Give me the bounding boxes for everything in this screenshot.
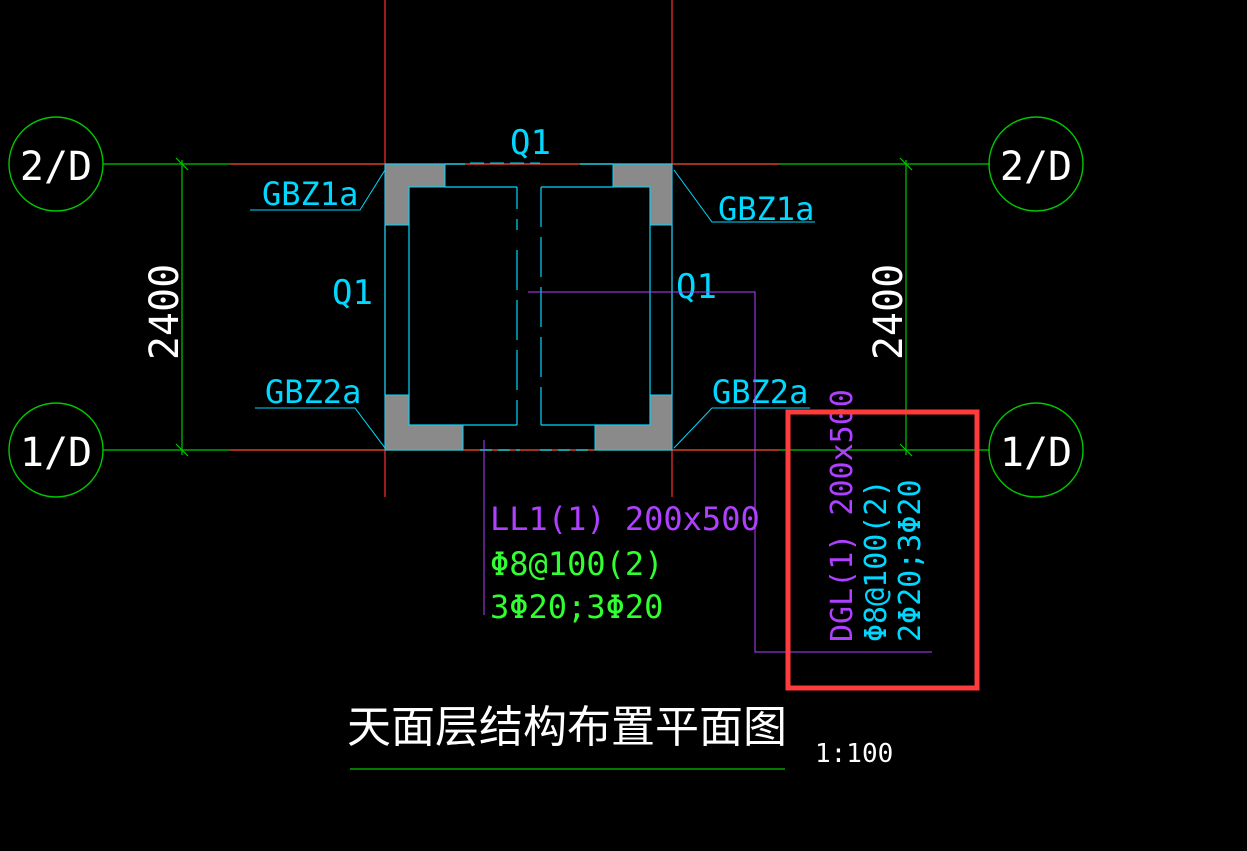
axis-label-bottom-left: 1/D — [20, 430, 92, 476]
column-bottom-left[interactable] — [384, 394, 464, 451]
drawing-title[interactable]: 天面层结构布置平面图 — [347, 702, 787, 753]
column-label-top-left-group[interactable]: GBZ1a — [250, 169, 386, 213]
beam-ll-line3[interactable]: 3Φ20;3Φ20 — [490, 588, 663, 626]
beam-dgl-leader — [528, 291, 932, 653]
dimension-left-label: 2400 — [142, 264, 188, 360]
axis-bubble-top-left[interactable]: 2/D — [8, 116, 104, 212]
beam-dgl-line1[interactable]: DGL(1) 200x500 — [825, 389, 860, 642]
beam-ll-line2[interactable]: Φ8@100(2) — [490, 545, 663, 583]
axis-bubble-bottom-right[interactable]: 1/D — [988, 402, 1084, 498]
dimension-left — [175, 157, 189, 457]
columns — [384, 163, 673, 451]
column-label-top-right-group[interactable]: GBZ1a — [673, 169, 815, 228]
wall-center-lines — [230, 0, 780, 497]
wall-label-right[interactable]: Q1 — [676, 267, 717, 307]
wall-outline — [384, 163, 673, 451]
beam-ll-line1[interactable]: LL1(1) 200x500 — [490, 500, 760, 538]
column-top-right[interactable] — [612, 163, 673, 226]
column-label-bottom-right: GBZ2a — [712, 373, 808, 411]
axis-bubble-bottom-left[interactable]: 1/D — [8, 402, 104, 498]
dimension-right-label: 2400 — [866, 264, 912, 360]
axis-label-bottom-right: 1/D — [1000, 430, 1072, 476]
drawing-scale[interactable]: 1:100 — [815, 739, 893, 769]
beam-dgl-line2[interactable]: Φ8@100(2) — [859, 479, 894, 642]
column-bottom-right[interactable] — [594, 394, 673, 451]
beam-dgl-line3[interactable]: 2Φ20;3Φ20 — [893, 479, 928, 642]
axis-label-top-right: 2/D — [1000, 144, 1072, 190]
wall-label-left[interactable]: Q1 — [332, 273, 373, 313]
highlight-box — [785, 409, 980, 691]
dimension-right — [899, 157, 913, 457]
column-label-top-left: GBZ1a — [262, 175, 358, 213]
axis-bubble-top-right[interactable]: 2/D — [988, 116, 1084, 212]
column-label-bottom-right-group[interactable]: GBZ2a — [673, 373, 810, 449]
axis-label-top-left: 2/D — [20, 144, 92, 190]
wall-label-top[interactable]: Q1 — [510, 123, 551, 163]
column-top-left[interactable] — [384, 163, 446, 226]
column-label-bottom-left-group[interactable]: GBZ2a — [255, 373, 386, 449]
column-label-bottom-left: GBZ2a — [265, 373, 361, 411]
